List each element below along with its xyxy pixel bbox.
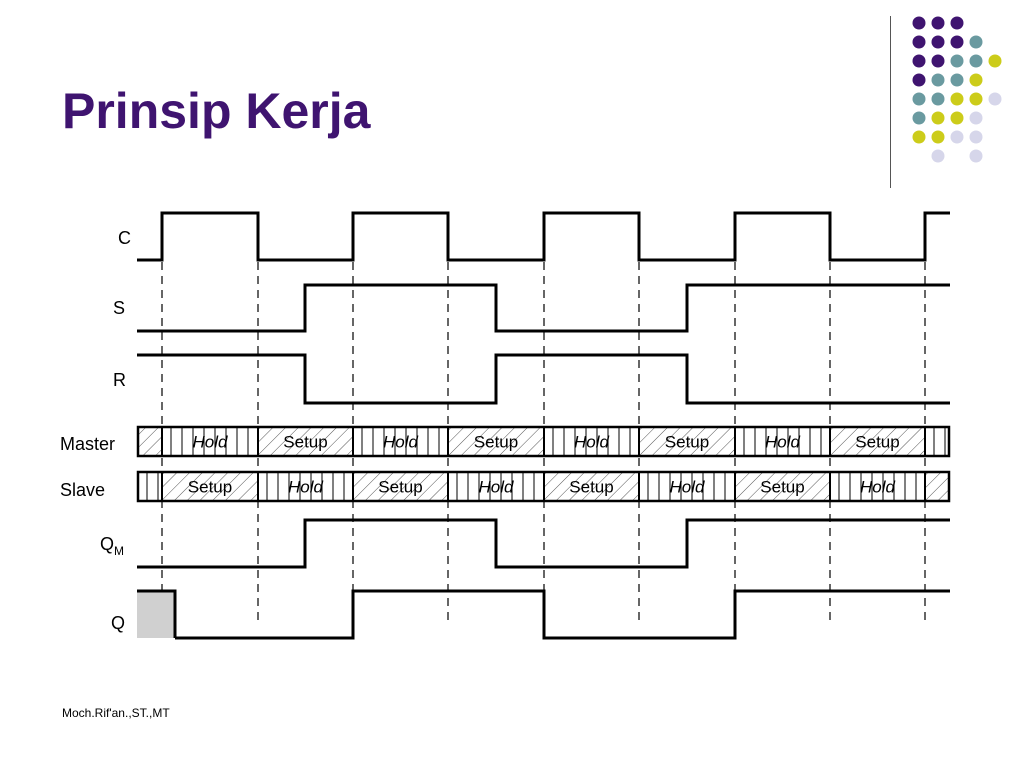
slave-row-segment: Hold: [257, 472, 353, 501]
decorative-dot: [950, 130, 964, 144]
master-row: Hold Setup Hold Setup Hold Setup Hold Setup: [136, 425, 951, 458]
master-row-segment: Setup: [829, 427, 925, 456]
signal-label-r: R: [113, 370, 126, 390]
slave-row-label-hold: Hold: [479, 478, 515, 497]
waveform-r: [137, 353, 950, 405]
decorative-dot: [969, 35, 983, 49]
slave-row-label-setup: Setup: [569, 478, 613, 497]
decorative-dot: [969, 92, 983, 106]
slide-title: Prinsip Kerja: [62, 83, 371, 139]
master-row-label-setup: Setup: [855, 433, 899, 452]
waveform-qm: [137, 518, 950, 569]
decorative-dot: [969, 54, 983, 68]
decorative-dot: [969, 111, 983, 125]
decorative-dot: [950, 35, 964, 49]
decorative-divider: [890, 16, 891, 188]
slave-row-segment: Hold: [829, 472, 925, 501]
signal-label-q: Q: [111, 613, 125, 633]
decorative-dot: [912, 92, 926, 106]
slave-row: Setup Hold Setup Hold Setup Hold Setup Hold: [136, 470, 951, 503]
decorative-dot: [931, 111, 945, 125]
slave-row-label-hold: Hold: [288, 478, 324, 497]
master-row-segment: Hold: [161, 427, 258, 456]
slave-row-segment: Setup: [352, 472, 448, 501]
waveform-c: [137, 211, 950, 262]
decorative-dot: [931, 149, 945, 163]
slave-row-label-setup: Setup: [378, 478, 422, 497]
decorative-dot: [912, 111, 926, 125]
master-row-segment: Setup: [257, 427, 353, 456]
decorative-dot: [969, 149, 983, 163]
master-row-label-setup: Setup: [665, 433, 709, 452]
decorative-dot: [912, 54, 926, 68]
master-row-label-setup: Setup: [474, 433, 518, 452]
decorative-dot: [950, 73, 964, 87]
master-row-segment: Hold: [543, 427, 639, 456]
slave-row-label-setup: Setup: [188, 478, 232, 497]
decorative-dot: [912, 35, 926, 49]
decorative-dot: [931, 54, 945, 68]
master-row-label-hold: Hold: [193, 433, 229, 452]
slave-row-segment: Setup: [543, 472, 639, 501]
slave-row-segment: Setup: [161, 472, 258, 501]
master-row-segment: Setup: [447, 427, 544, 456]
decorative-dot: [950, 54, 964, 68]
decorative-dot: [969, 73, 983, 87]
decorative-dot: [912, 73, 926, 87]
clock-edge-guides: [161, 262, 926, 620]
decorative-dot: [950, 92, 964, 106]
decorative-dot: [988, 92, 1002, 106]
slave-row-segment: Hold: [638, 472, 735, 501]
decorative-dot: [988, 54, 1002, 68]
master-row-segment: [137, 427, 162, 456]
slave-row-label-setup: Setup: [760, 478, 804, 497]
decorative-dot: [912, 16, 926, 30]
signal-label-master: Master: [60, 434, 115, 454]
master-row-label-hold: Hold: [383, 433, 419, 452]
master-row-label-hold: Hold: [574, 433, 610, 452]
master-row-segment: Setup: [638, 427, 735, 456]
decorative-dot: [931, 35, 945, 49]
decorative-dot: [931, 130, 945, 144]
slave-row-segment: Setup: [734, 472, 830, 501]
waveform-q: [175, 589, 950, 640]
signal-label-c: C: [118, 228, 131, 248]
slave-row-segment: [924, 472, 949, 501]
slave-row-label-hold: Hold: [860, 478, 896, 497]
footer-author: Moch.Rif'an.,ST.,MT: [62, 706, 170, 720]
master-row-segment: Hold: [352, 427, 448, 456]
signal-label-qm: QM: [100, 534, 124, 558]
master-row-segment: [924, 427, 949, 456]
master-row-segment: Hold: [734, 427, 830, 456]
decorative-dot: [931, 16, 945, 30]
decorative-dot: [950, 16, 964, 30]
decorative-dot: [931, 92, 945, 106]
slave-row-label-hold: Hold: [670, 478, 706, 497]
q-initial-unknown-state: [137, 591, 175, 638]
decorative-dot: [950, 111, 964, 125]
decorative-dot-grid: [912, 16, 1002, 163]
slave-row-segment: [137, 472, 162, 501]
signal-label-slave: Slave: [60, 480, 105, 500]
decorative-dot: [931, 73, 945, 87]
waveform-s: [137, 283, 950, 333]
decorative-dot: [969, 130, 983, 144]
master-row-label-hold: Hold: [765, 433, 801, 452]
slave-row-segment: Hold: [447, 472, 544, 501]
master-row-label-setup: Setup: [283, 433, 327, 452]
decorative-dot: [912, 130, 926, 144]
signal-label-s: S: [113, 298, 125, 318]
